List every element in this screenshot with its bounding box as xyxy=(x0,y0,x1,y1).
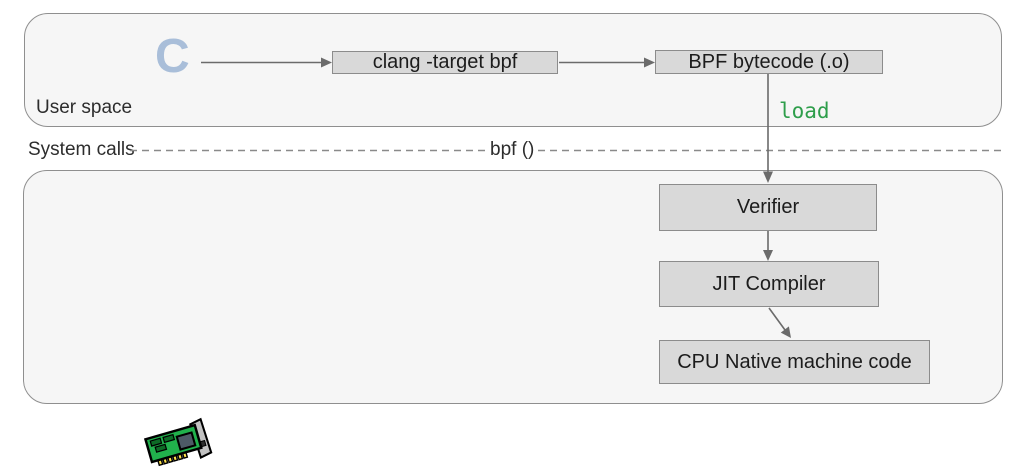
verifier-node: Verifier xyxy=(659,184,877,231)
clang-target-bpf-node: clang -target bpf xyxy=(332,51,558,74)
load-label: load xyxy=(779,99,830,123)
c-language-logo: C xyxy=(155,30,190,83)
nic-processor-chip xyxy=(175,431,197,451)
cpu-native-machine-code-node: CPU Native machine code xyxy=(659,340,930,384)
system-calls-label: System calls xyxy=(28,139,135,160)
network-card-icon xyxy=(143,417,213,467)
nic-memory-chips xyxy=(149,433,176,453)
jit-compiler-node: JIT Compiler xyxy=(659,261,879,307)
bpf-bytecode-node: BPF bytecode (.o) xyxy=(655,50,883,74)
user-space-label: User space xyxy=(36,97,133,118)
bpf-syscall-label: bpf () xyxy=(486,139,539,161)
